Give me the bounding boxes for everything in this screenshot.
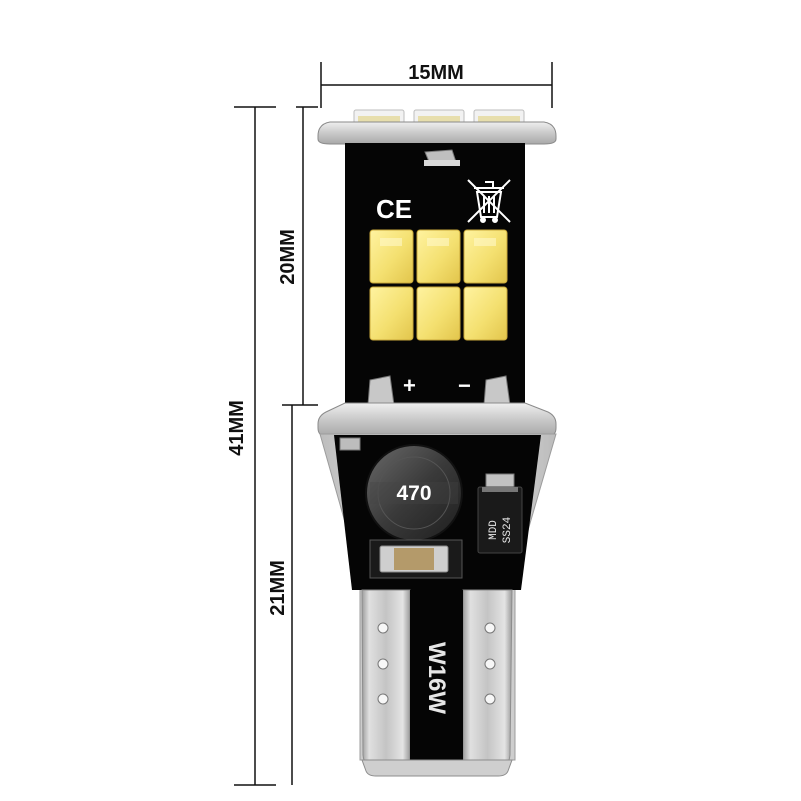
inductor-coil: 470 xyxy=(365,444,463,542)
dimension-lines xyxy=(234,62,553,786)
lower-solder-pad-left xyxy=(339,437,361,451)
led-chip xyxy=(416,229,461,284)
left-terminal-contact xyxy=(361,589,411,766)
ss24-diode: MDD SS24 xyxy=(477,473,523,554)
wedge-base-bottom xyxy=(361,759,513,777)
positive-solder-pad xyxy=(367,375,395,406)
polarity-minus-label: − xyxy=(458,373,471,398)
base-type-label: W16W xyxy=(423,642,450,714)
upper-height-dimension-label: 20MM xyxy=(277,229,299,285)
diode-marking-line1: MDD xyxy=(488,520,500,540)
diode-marking-line2: SS24 xyxy=(502,516,514,543)
top-side-leds xyxy=(353,109,525,125)
ce-mark: CE xyxy=(376,194,412,224)
lower-height-dimension-label: 21MM xyxy=(267,560,289,616)
led-chip xyxy=(416,286,461,341)
led-chip xyxy=(463,229,508,284)
negative-solder-pad xyxy=(483,375,511,406)
contact-holes xyxy=(377,622,496,705)
polarity-plus-label: + xyxy=(403,373,416,398)
top-metal-cap xyxy=(317,121,557,145)
right-terminal-contact xyxy=(462,589,513,766)
base-center-strip xyxy=(410,590,463,765)
led-chip xyxy=(463,286,508,341)
smd-resistor xyxy=(369,539,463,579)
width-dimension-label: 15MM xyxy=(408,62,464,84)
led-chip-array xyxy=(369,229,508,341)
crossed-out-wheelie-bin-icon xyxy=(467,179,511,223)
inductor-value-label: 470 xyxy=(396,482,431,505)
led-chip xyxy=(369,229,414,284)
middle-metal-collar xyxy=(317,402,557,437)
led-bulb: CE + − xyxy=(317,109,557,777)
total-height-dimension-label: 41MM xyxy=(226,400,248,456)
led-chip xyxy=(369,286,414,341)
